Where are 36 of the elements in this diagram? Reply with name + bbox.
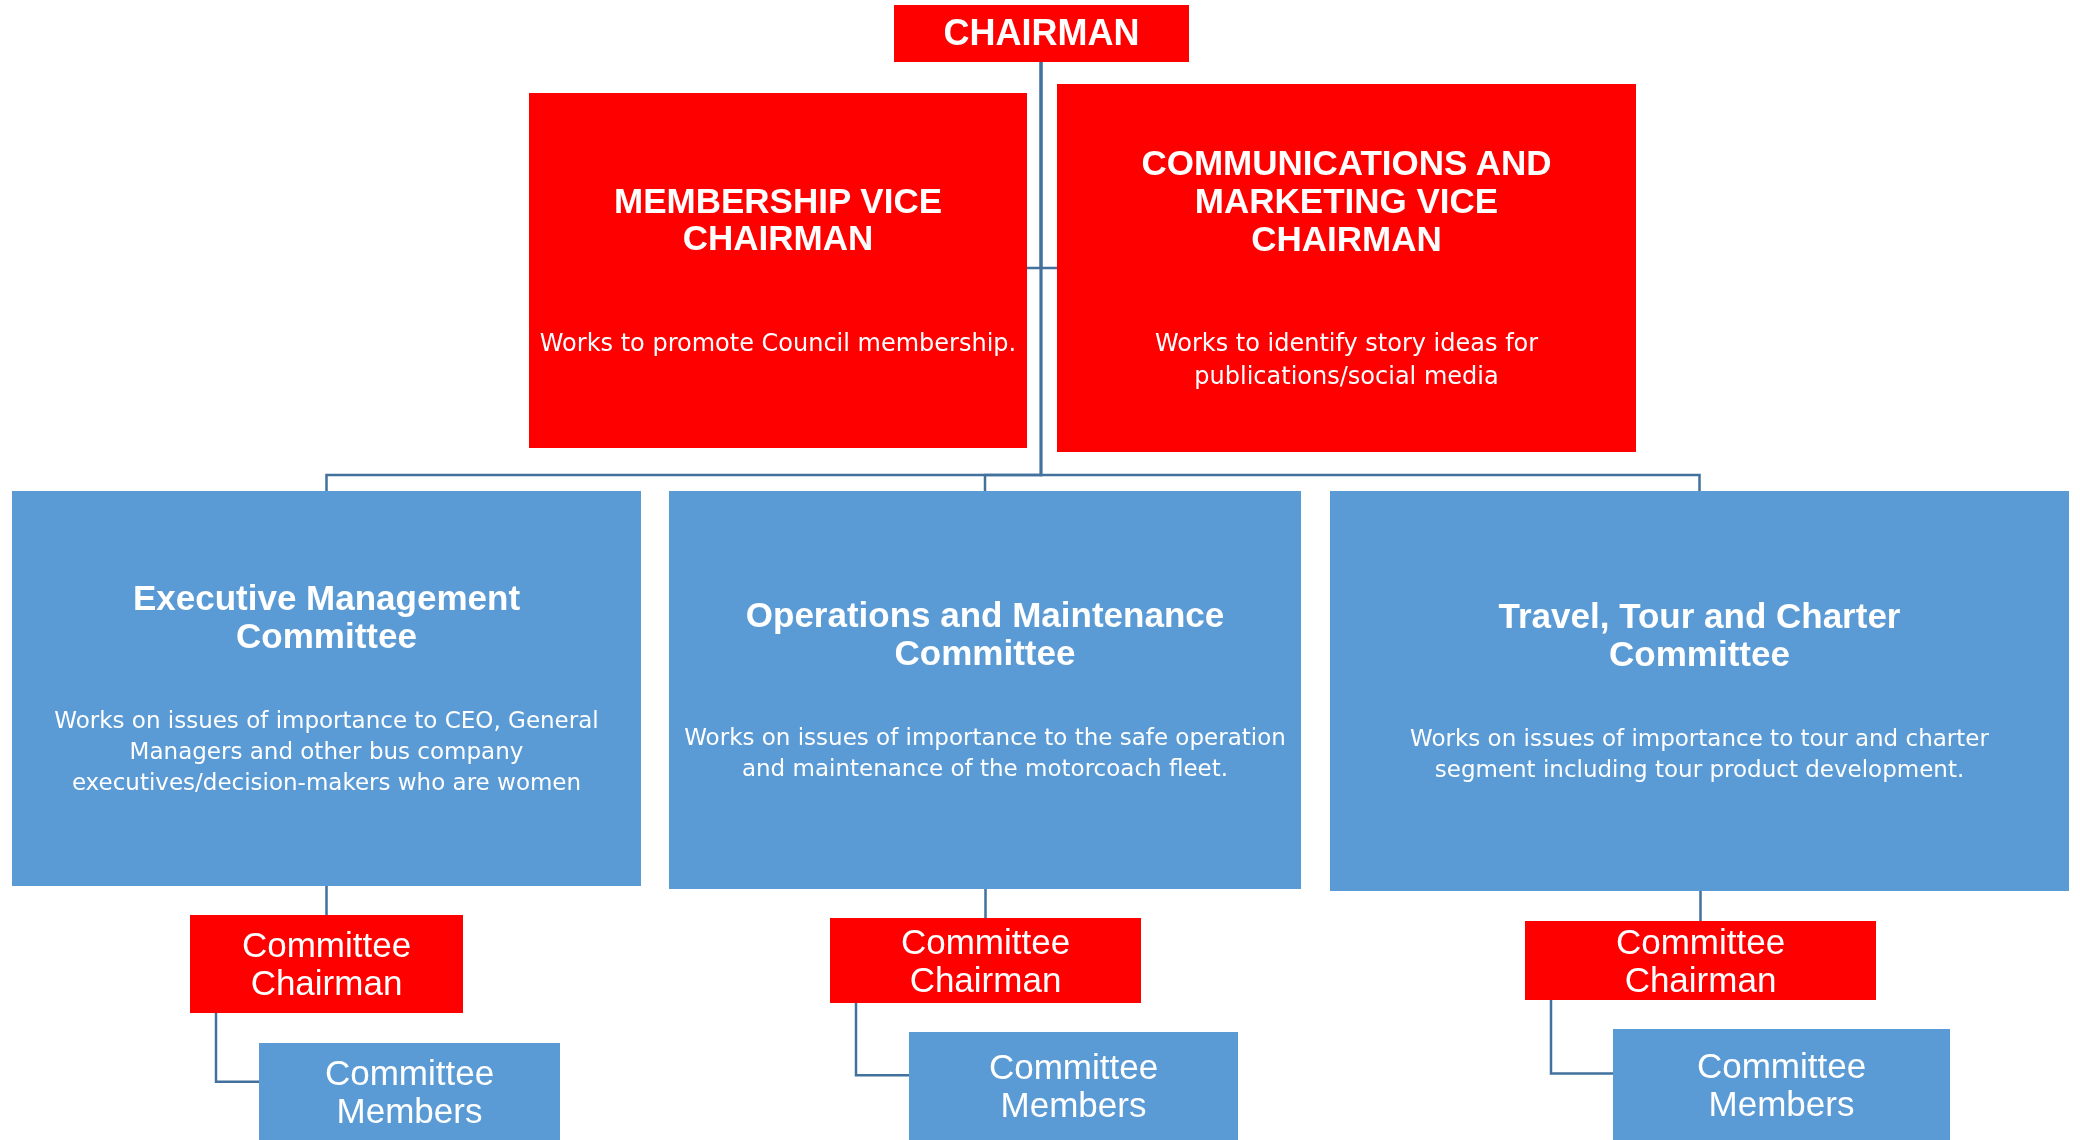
committee-box	[12, 491, 641, 886]
connector-line	[984, 889, 987, 918]
heading: Committee Members	[1695, 1046, 1868, 1123]
connector-line	[214, 1013, 259, 1084]
vice-chairman-box	[1057, 84, 1636, 452]
heading: Operations and Maintenance Committee	[744, 596, 1226, 672]
connector-line	[1549, 1000, 1613, 1075]
committee-chairman-box	[830, 918, 1141, 1003]
heading: Committee Members	[323, 1053, 496, 1130]
committee-box	[1330, 491, 2069, 891]
description: Works on issues of importance to the safe operation and maintenance of the motorcoach fleet.	[683, 722, 1287, 783]
committee-box	[669, 491, 1301, 889]
vice-chairman-box	[529, 93, 1027, 448]
committee-chairman-box	[1525, 921, 1876, 1000]
heading: Travel, Tour and Charter Committee	[1497, 597, 1902, 673]
description: Works on issues of importance to CEO, General Managers and other bus company executives/decision-makers who are women	[53, 705, 600, 797]
committee-chairman-box	[190, 915, 463, 1013]
description: Works to identify story ideas for publications/social media	[1153, 328, 1540, 392]
connector-line	[1039, 62, 1701, 491]
connector-line	[854, 1003, 909, 1077]
connector-line	[1699, 891, 1702, 921]
description: Works on issues of importance to tour and charter segment including tour product development.	[1409, 723, 1990, 784]
committee-members-box	[1613, 1029, 1950, 1140]
heading: CHAIRMAN	[943, 14, 1140, 53]
heading: Committee Members	[987, 1048, 1160, 1124]
committee-members-box	[909, 1032, 1238, 1140]
heading: Committee Chairman	[899, 922, 1072, 999]
heading: MEMBERSHIP VICE CHAIRMAN	[613, 181, 943, 258]
description: Works to promote Council membership.	[539, 328, 1017, 360]
connector-line	[325, 886, 328, 915]
committee-members-box	[259, 1043, 560, 1140]
heading: COMMUNICATIONS AND MARKETING VICE CHAIRMAN	[1140, 143, 1553, 258]
chairman-box	[894, 5, 1189, 62]
heading: Executive Management Committee	[131, 579, 522, 655]
heading: Committee Chairman	[240, 926, 413, 1002]
heading: Committee Chairman	[1614, 922, 1787, 999]
